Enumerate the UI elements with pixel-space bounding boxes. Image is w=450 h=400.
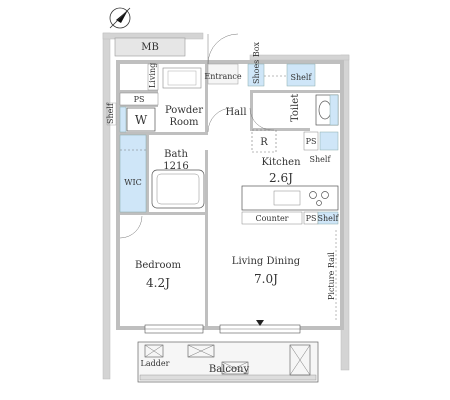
bath-label-1: Bath — [164, 149, 188, 160]
shelf-entrance — [286, 63, 316, 87]
stove-burner-2 — [321, 191, 329, 199]
north-arrow-icon — [109, 7, 131, 29]
bedroom-door-swing — [119, 215, 143, 239]
powder-sink — [162, 67, 202, 89]
wall-hall-left — [205, 60, 208, 132]
shelf-counter-label: Shelf — [318, 214, 340, 223]
living-dining-label: Living Dining — [232, 256, 301, 267]
washer-blue-strip — [119, 106, 127, 133]
bedroom-label: Bedroom — [135, 260, 181, 271]
ac-unit-1 — [187, 344, 215, 358]
exterior-wall-top-right — [249, 54, 350, 61]
entrance-floor — [207, 63, 239, 85]
toilet-label: Toilet — [290, 94, 301, 122]
wic-storage — [119, 134, 147, 213]
wall-toilet-bottom — [250, 128, 310, 131]
ladder-hatch — [144, 344, 164, 358]
counter-label: Counter — [255, 214, 288, 223]
ps-counter-label: PS — [306, 214, 317, 223]
powder-room-label-1: Powder — [165, 105, 203, 116]
ladder-x2 — [144, 344, 164, 358]
ac-unit-1-x2 — [187, 344, 215, 358]
ps-left-box — [119, 92, 159, 106]
refrigerator-label: R — [260, 137, 268, 148]
toilet-door-swing — [249, 107, 273, 131]
toilet-bowl — [318, 100, 332, 120]
kitchen-sink — [273, 190, 301, 206]
kitchen-size-label: 2.6J — [269, 171, 293, 185]
ac-unit-2 — [221, 361, 249, 375]
washer-label: W — [135, 113, 148, 127]
washer — [126, 107, 156, 132]
ps-left-label: PS — [134, 95, 145, 104]
shelf-left-label: Shelf — [106, 102, 115, 124]
balcony-label: Balcony — [209, 364, 250, 375]
living-storage-label: Living — [148, 63, 157, 88]
ps-right-box — [303, 131, 319, 151]
wall-toilet-top — [250, 90, 344, 93]
powder-sink-inner — [167, 70, 197, 86]
living-dining-size-label: 7.0J — [254, 272, 278, 286]
counter-box — [241, 211, 303, 225]
ac-unit-2-x2 — [221, 361, 249, 375]
bathtub — [151, 169, 205, 209]
water-heater-x2 — [289, 344, 311, 376]
wall-bath-top — [116, 132, 208, 135]
ladder-label: Ladder — [141, 359, 170, 368]
ps-right-label: PS — [306, 137, 317, 146]
hall-label: Hall — [225, 107, 246, 118]
shelf-right — [319, 131, 339, 151]
bathtub-inner — [156, 173, 200, 205]
entry-marker — [256, 320, 264, 326]
kitchen-counter — [241, 185, 339, 211]
wall-wic-right — [146, 132, 149, 214]
entrance-door-swing — [207, 33, 239, 65]
powder-room-label-2: Room — [169, 117, 199, 128]
meter-box — [114, 37, 186, 57]
wall-ps-bottom — [116, 105, 158, 107]
wall-top — [116, 60, 344, 64]
stove-burner-1 — [309, 191, 317, 199]
refrigerator-space — [251, 129, 277, 153]
wall-right — [340, 60, 344, 330]
wall-laundry-top — [116, 90, 158, 93]
balcony-railing — [139, 374, 317, 381]
shoes-box-label: Shoes Box — [252, 41, 261, 84]
wall-bedroom-right — [205, 150, 208, 326]
shoes-box — [247, 63, 265, 87]
shelf-right-label: Shelf — [310, 155, 332, 164]
water-heater — [289, 344, 311, 376]
exterior-wall-left — [102, 32, 111, 380]
bedroom-size-label: 4.2J — [146, 276, 170, 290]
hall-door-swing — [207, 107, 233, 133]
picture-rail-label: Picture Rail — [327, 252, 336, 300]
toilet-shelf — [329, 94, 339, 126]
shelf-left-box — [106, 102, 117, 126]
living-storage — [147, 63, 159, 91]
wall-toilet-left — [250, 90, 253, 130]
wall-bedroom-top — [116, 212, 208, 215]
bath-label-2: 1216 — [163, 161, 188, 172]
wic-label: WIC — [124, 178, 142, 187]
entrance-label: Entrance — [204, 72, 241, 81]
shelf-counter — [317, 211, 339, 225]
kitchen-label: Kitchen — [261, 157, 301, 168]
shelf-entrance-label: Shelf — [291, 73, 313, 82]
mb-label: MB — [141, 42, 159, 53]
stove-burner-3 — [316, 200, 322, 206]
wall-left — [116, 60, 120, 330]
